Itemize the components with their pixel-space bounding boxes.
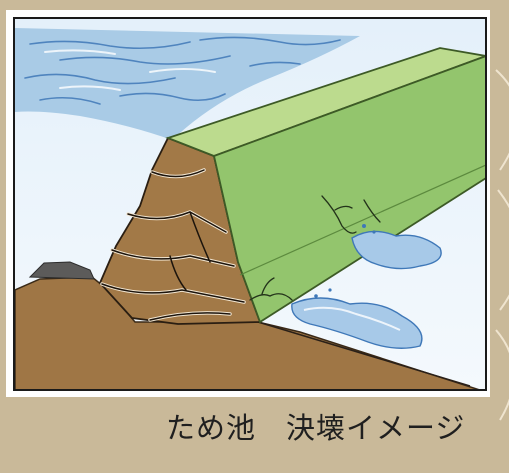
embankment-ridge <box>239 164 485 276</box>
embankment-top <box>165 47 485 157</box>
leak-water-lower <box>291 288 423 349</box>
photo-frame <box>13 17 487 391</box>
slope-cracks <box>100 168 246 322</box>
reservoir-water <box>15 28 360 140</box>
caption: ため池 決壊イメージ <box>166 411 466 445</box>
decorative-arcs <box>495 69 509 421</box>
ground-edge <box>257 321 471 387</box>
leak-water-upper <box>351 224 442 270</box>
rubble <box>28 261 95 280</box>
embankment-cracks <box>249 195 381 301</box>
